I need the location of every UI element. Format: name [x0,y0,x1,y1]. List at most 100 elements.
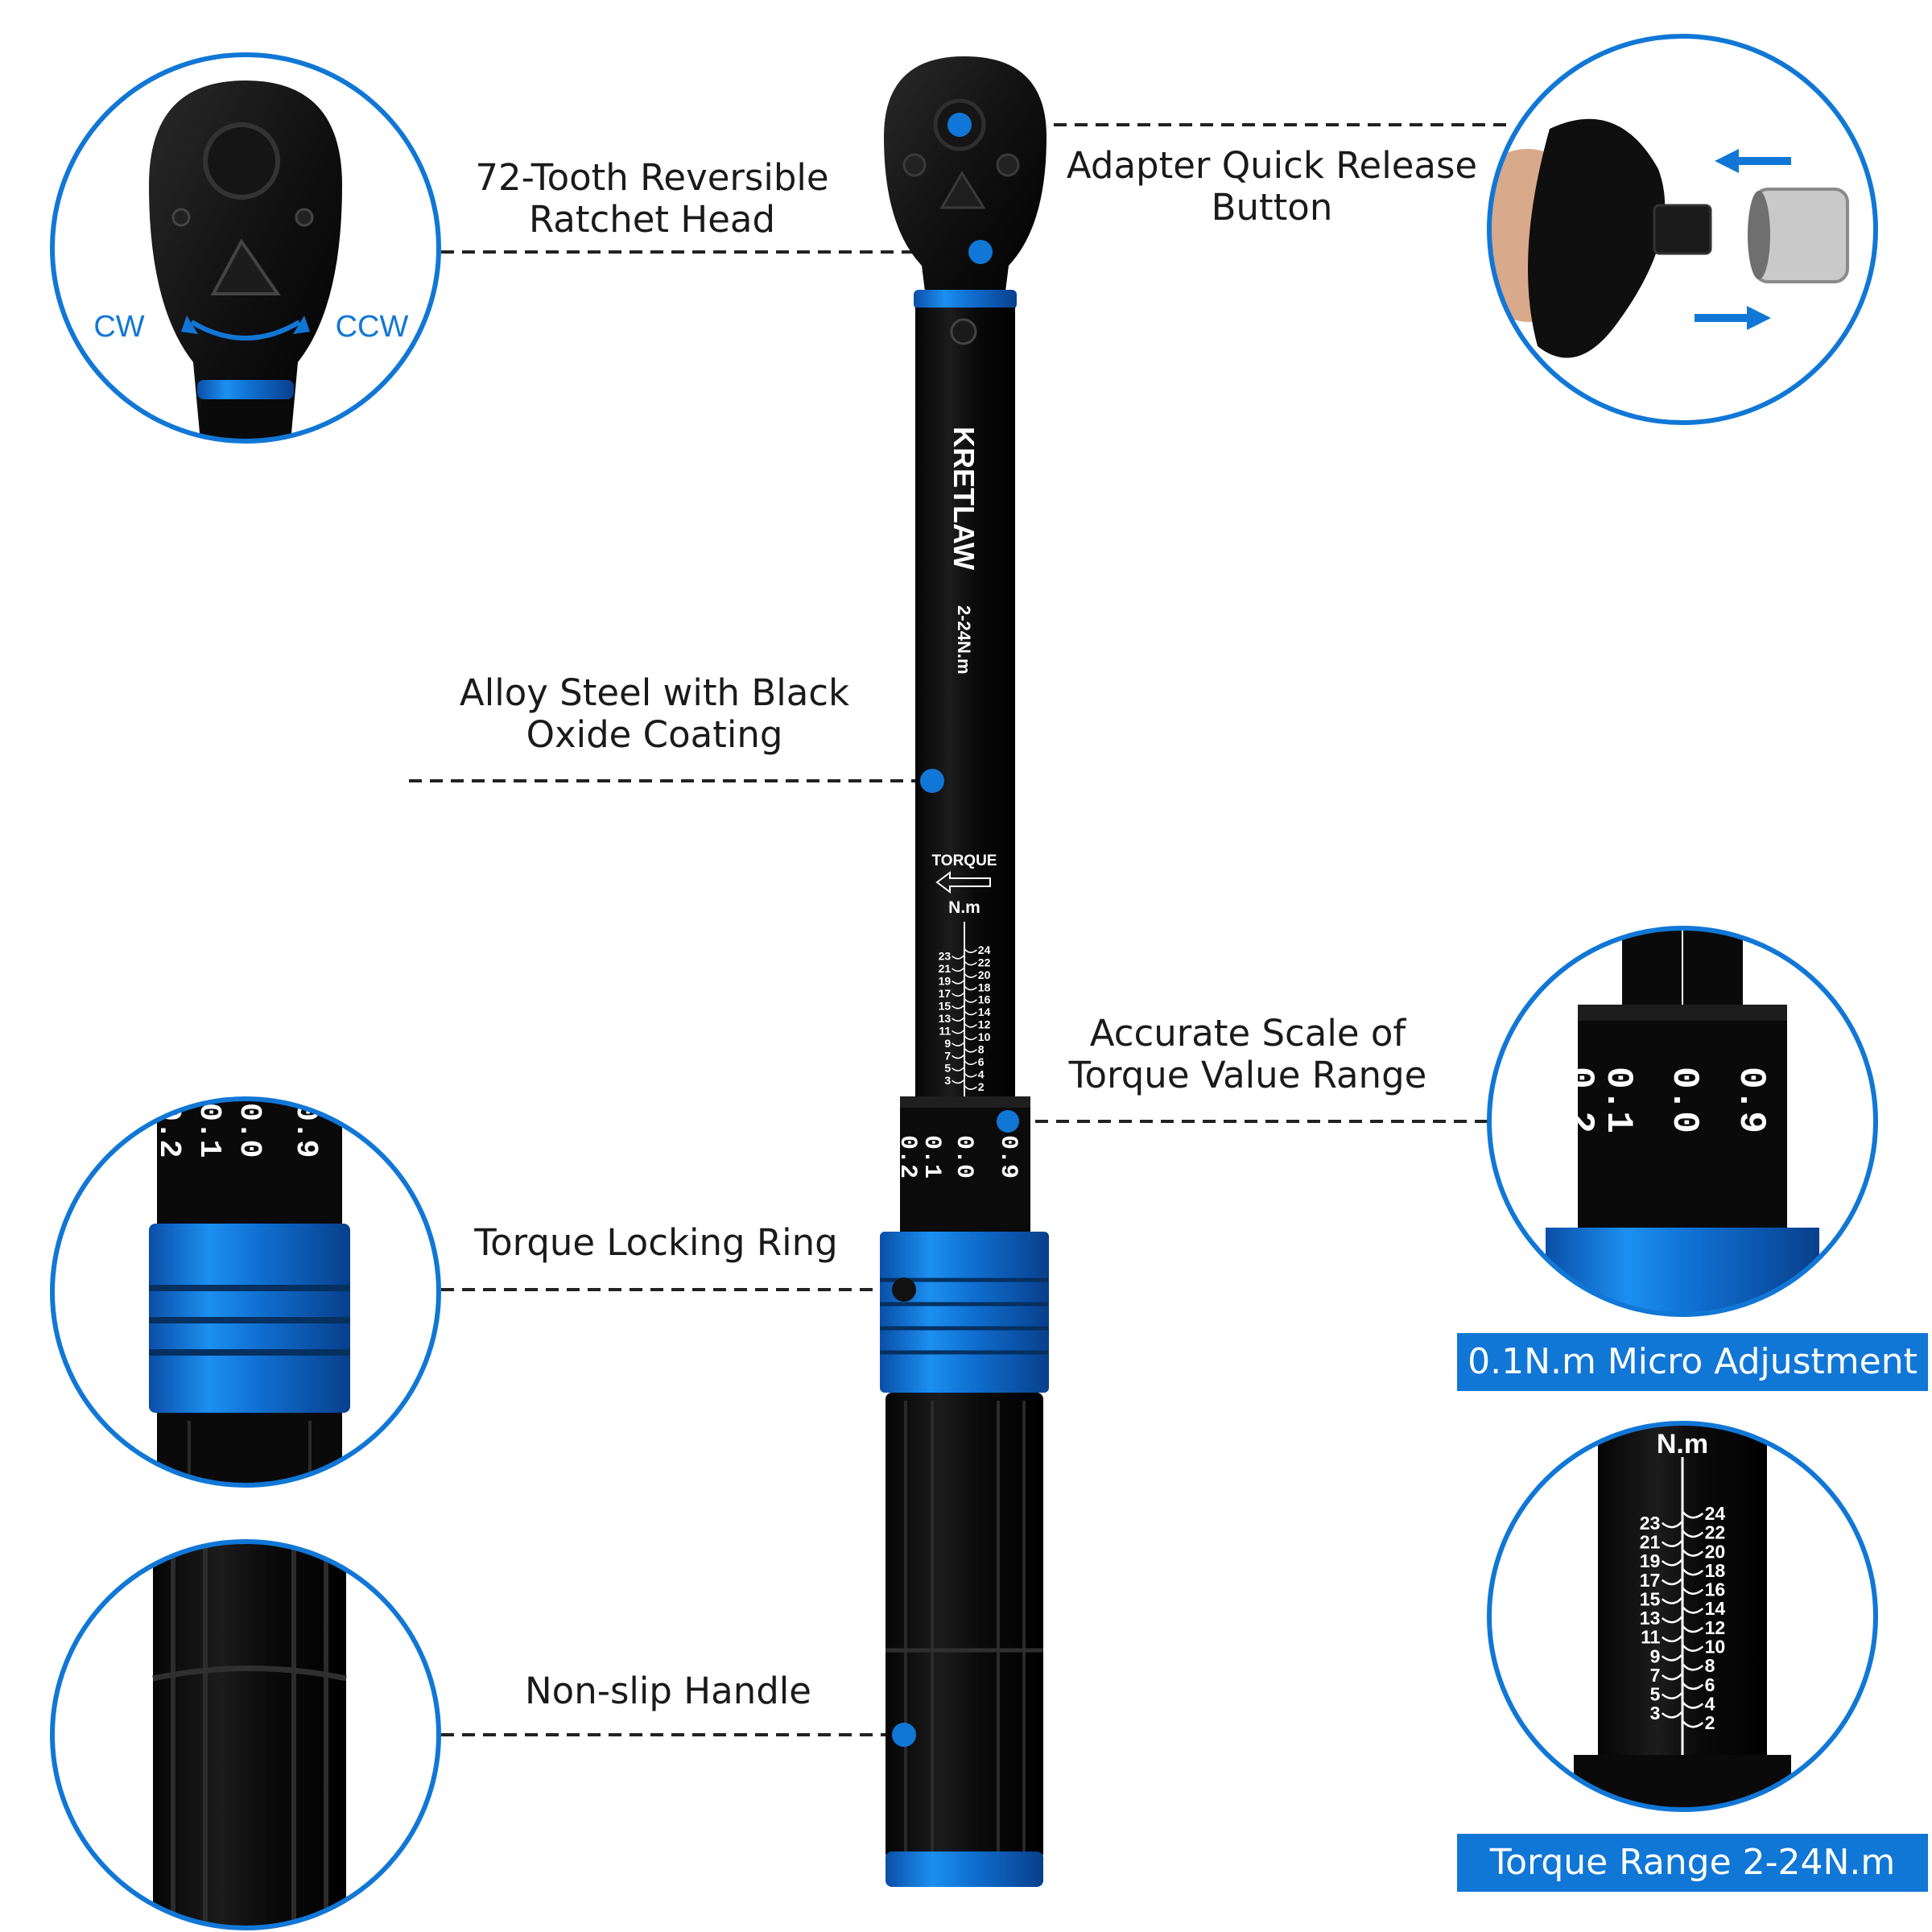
scale-tick-right [964,1035,977,1041]
double-arrow-curved-icon [190,320,301,341]
badge-torque-range: Torque Range 2-24N.m [1457,1834,1928,1892]
label-quick-release-line1: Adapter Quick Release [1066,144,1478,187]
scale-number-right: 16 [978,993,991,1006]
scale-tick-right [964,960,977,966]
dial-number: 0.2 [1558,1067,1600,1133]
detail-ratchet-body [1528,118,1666,358]
ccw-label: CCW [336,310,409,344]
scale-tick-left [952,1066,965,1071]
callout-dot-scale [997,1110,1019,1133]
scale-number-left: 7 [1650,1665,1661,1686]
scale-number-left: 15 [1640,1588,1661,1609]
scale-tick-left [952,979,965,985]
scale-number-right: 6 [1705,1674,1715,1695]
scale-number-right: 20 [978,968,991,981]
scale-number-left: 15 [939,999,952,1012]
detail-circle-border [1487,1421,1878,1812]
handle-ribs [904,1401,1026,1852]
scale-number-left: 17 [1640,1570,1661,1591]
end-cap [886,1852,1043,1887]
scale-tick-right [1682,1701,1704,1709]
torque-arrow-icon [935,871,991,894]
locking-ring [880,1232,1049,1393]
shaft-button [950,318,977,345]
scale-tick-left [952,1017,965,1022]
scale-tick-left [952,1029,965,1034]
scale-tick-right [964,1085,977,1090]
scale-tick-left [952,1042,965,1046]
leader-lines [409,123,1513,1736]
scale-number-right: 4 [978,1067,985,1080]
detail-screw-left [171,208,191,227]
detail-handle-grip [153,1542,346,1928]
scale-number-right: 6 [978,1055,985,1068]
dial-number: 0.0 [950,1135,977,1179]
scale-number-left: 23 [939,950,952,963]
scale-tick-right [1682,1624,1704,1633]
zoom-scale-unit: N.m [1657,1429,1708,1459]
head-screw-right [996,153,1020,177]
scale-number-right: 12 [978,1018,991,1031]
scale-tick-right [1682,1662,1704,1671]
scale-tick-left [952,1079,965,1084]
detail-circle-border [50,1539,441,1930]
scale-tick-right [1682,1719,1704,1728]
scale-tick-right [1682,1606,1704,1614]
scale-tick-left [1661,1596,1683,1604]
dial-number: 0.2 [894,1135,921,1179]
label-quick-release: Adapter Quick Release Button [1042,145,1501,229]
scale-number-right: 12 [1705,1617,1726,1638]
scale-number-right: 8 [1705,1655,1715,1676]
scale-number-right: 24 [978,943,991,956]
scale-number-right: 10 [1705,1637,1726,1657]
callout-dot-quick-release [947,113,972,137]
detail-neck-ring [197,380,294,399]
scale-tick-left [1661,1691,1683,1699]
collar-rim [900,1096,1030,1108]
scale-number-right: 18 [1705,1560,1726,1581]
dial-number: 0.0 [1663,1067,1705,1133]
scale-number-right: 14 [1705,1598,1726,1619]
callout-dot-locking-ring [892,1278,916,1302]
label-locking-ring: Torque Locking Ring [474,1221,838,1264]
detail-screw-right [295,208,314,227]
scale-tick-right [964,948,977,953]
scale-number-right: 22 [1705,1522,1726,1543]
scale-tick-right [1682,1644,1704,1652]
detail-circle-border [1487,926,1878,1317]
scale-number-left: 11 [939,1024,951,1037]
detail-square-drive [203,122,280,200]
dial-number: 0.9 [994,1135,1022,1179]
scale-tick-right [1682,1682,1704,1690]
scale-tick-left [952,967,965,972]
scale-number-left: 13 [1640,1608,1661,1629]
detail-neck [201,399,290,441]
handle-grip [886,1393,1043,1860]
scale-unit: N.m [948,898,980,917]
torque-word: TORQUE [932,852,997,869]
dial-number: 0.1 [1597,1067,1639,1133]
scale-tick-right [1682,1549,1704,1557]
scale-number-right: 4 [1705,1693,1715,1714]
scale-number-right: 24 [1705,1503,1726,1524]
label-scale: Accurate Scale of Torque Value Range [1038,1013,1457,1096]
callout-dot-ratchet-head [968,240,993,264]
scale-number-left: 17 [939,987,952,1000]
brand-text: KRETLAW [947,427,980,570]
scale-tick-left [1661,1539,1683,1547]
label-quick-release-line2: Button [1211,186,1333,229]
scale-number-left: 21 [939,962,952,975]
scale-number-left: 5 [944,1062,951,1075]
direction-lever [939,171,986,209]
scale-tick-right [964,1022,977,1028]
callout-dot-alloy [920,769,944,793]
scale-number-left: 5 [1650,1684,1661,1705]
arrow-right-icon [1695,306,1771,330]
label-ratchet-head-line1: 72-Tooth Reversible [475,156,829,199]
scale-number-left: 13 [939,1012,952,1025]
label-alloy-line1: Alloy Steel with Black [459,671,850,714]
